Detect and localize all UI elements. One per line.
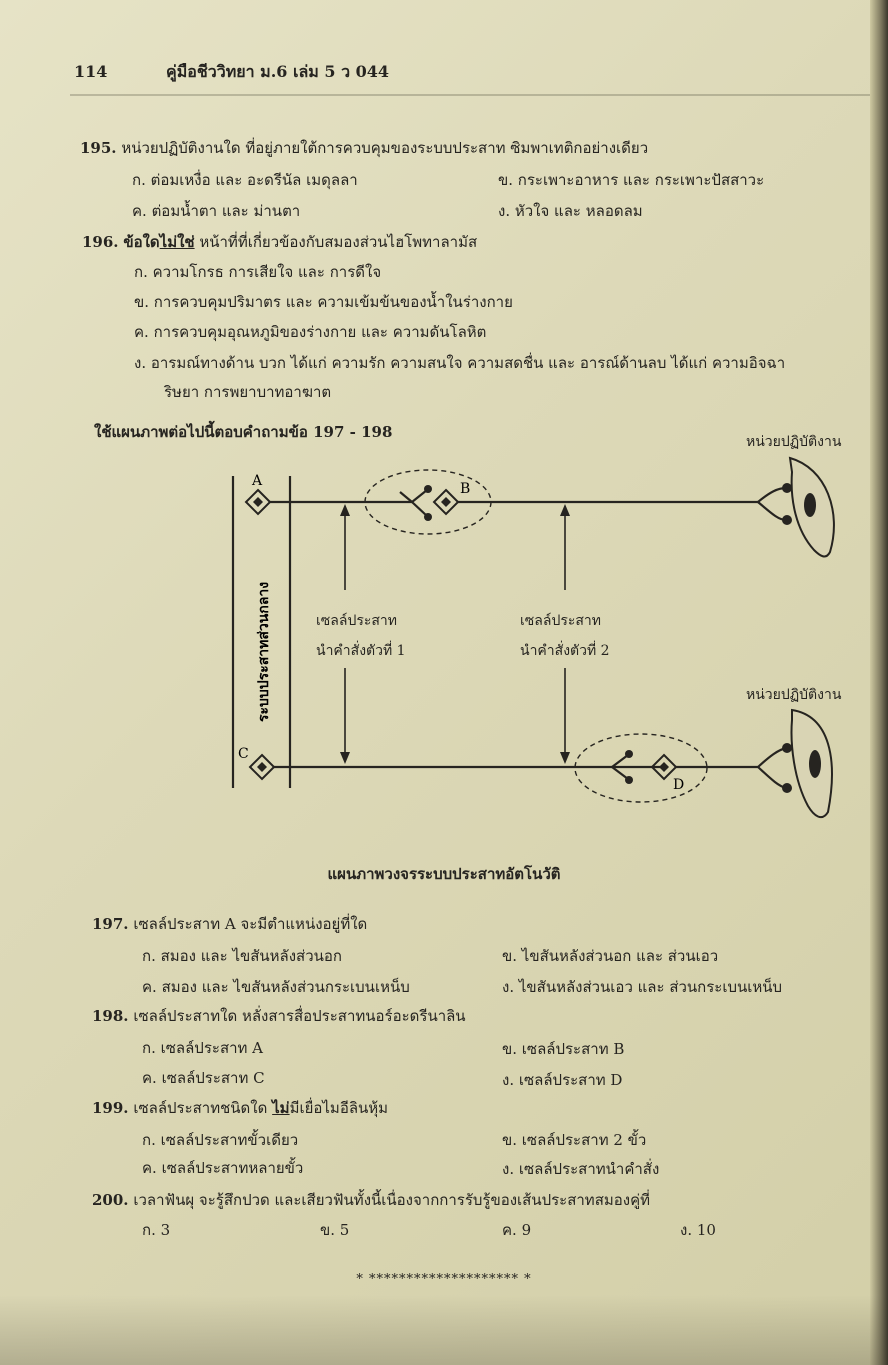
label-d: D — [673, 777, 684, 793]
page-number: 114 — [74, 62, 108, 81]
option: ค. การควบคุมอุณหภูมิของร่างกาย และ ความด… — [134, 323, 487, 341]
question-number: 195. — [80, 139, 117, 157]
neuron-a-cell-body — [244, 488, 272, 516]
question-text-post: มีเยื่อไมอีลินหุ้ม — [289, 1099, 389, 1117]
option: ก. 3 — [142, 1221, 171, 1239]
neuron2-label-line1: เซลล์ประสาท — [520, 613, 602, 629]
page-header: 114 คู่มือชีววิทยา ม.6 เล่ม 5 ว 044 — [74, 60, 389, 85]
option: ค. เซลล์ประสาท C — [142, 1069, 265, 1087]
question-number: 199. — [92, 1099, 129, 1117]
option: ง. อารมณ์ทางด้าน บวก ได้แก่ ความรัก ความ… — [134, 354, 786, 372]
question-199: 199. เซลล์ประสาทชนิดใด ไม่มีเยื่อไมอีลิน… — [92, 1096, 388, 1120]
option: ก. ความโกรธ การเสียใจ และ การดีใจ — [134, 263, 382, 281]
option: ง. เซลล์ประสาท D — [502, 1071, 623, 1089]
question-195: 195. หน่วยปฏิบัติงานใด ที่อยู่ภายใต้การค… — [80, 136, 648, 160]
option: ง. หัวใจ และ หลอดลม — [498, 202, 643, 220]
cns-label: ระบบประสาทส่วนกลาง — [256, 582, 272, 722]
ganglion-bottom — [574, 733, 708, 803]
question-text: เวลาฟันผุ จะรู้สึกปวด และเสียวฟันทั้งนี้… — [133, 1191, 650, 1209]
label-b: B — [460, 481, 470, 497]
option: ค. เซลล์ประสาทหลายขั้ว — [142, 1159, 304, 1177]
option: ข. การควบคุมปริมาตร และ ความเข้มข้นของน้… — [134, 293, 513, 311]
question-text-pre: ข้อใด — [123, 233, 160, 251]
option: ก. เซลล์ประสาทขั้วเดียว — [142, 1131, 299, 1149]
option: ข. เซลล์ประสาท B — [502, 1040, 625, 1058]
neuron-c-cell-body — [248, 753, 276, 781]
option: ก. ต่อมเหงื่อ และ อะดรีนัล เมดุลลา — [132, 171, 358, 189]
label-a: A — [251, 473, 263, 489]
option: ก. เซลล์ประสาท A — [142, 1039, 264, 1057]
question-text: เซลล์ประสาท A จะมีตำแหน่งอยู่ที่ใด — [133, 915, 368, 933]
question-text-emphasis: ไม่ — [272, 1099, 290, 1117]
effector-nucleus-bottom — [809, 750, 821, 778]
option: ก. สมอง และ ไขสันหลังส่วนอก — [142, 947, 342, 965]
neuron-d-cell-body — [650, 753, 678, 781]
question-text: เซลล์ประสาทใด หลั่งสารสื่อประสาทนอร์อะดร… — [133, 1007, 466, 1025]
ganglion-top — [364, 469, 492, 535]
question-text-emphasis: ไม่ใช่ — [159, 233, 195, 251]
arrow-down-1 — [340, 752, 350, 764]
diagram-caption: แผนภาพวงจรระบบประสาทอัตโนวัติ — [327, 865, 561, 883]
question-197: 197. เซลล์ประสาท A จะมีตำแหน่งอยู่ที่ใด — [92, 912, 367, 936]
option: ค. 9 — [502, 1221, 532, 1239]
option: ค. ต่อมน้ำตา และ ม่านตา — [132, 202, 301, 220]
question-number: 198. — [92, 1007, 129, 1025]
question-200: 200. เวลาฟันผุ จะรู้สึกปวด และเสียวฟันทั… — [92, 1188, 650, 1212]
neuron1-label-line2: นำคำสั่งตัวที่ 1 — [316, 643, 406, 659]
option: ข. กระเพาะอาหาร และ กระเพาะปัสสาวะ — [498, 171, 765, 189]
page-shadow — [0, 1295, 888, 1365]
question-text: หน่วยปฏิบัติงานใด ที่อยู่ภายใต้การควบคุม… — [121, 139, 649, 157]
question-number: 197. — [92, 915, 129, 933]
option: ง. 10 — [680, 1221, 716, 1239]
label-c: C — [238, 746, 249, 762]
effector-nucleus-top — [804, 493, 816, 517]
effector-top-label: หน่วยปฏิบัติงาน — [746, 434, 842, 450]
option: ง. เซลล์ประสาทนำคำสั่ง — [502, 1160, 660, 1178]
arrow-down-2 — [560, 752, 570, 764]
question-text-post: หน้าที่ที่เกี่ยวข้องกับสมองส่วนไฮโพทาลาม… — [194, 233, 478, 251]
option: ข. ไขสันหลังส่วนอก และ ส่วนเอว — [502, 947, 719, 965]
question-198: 198. เซลล์ประสาทใด หลั่งสารสื่อประสาทนอร… — [92, 1004, 466, 1028]
option-continuation: ริษยา การพยาบาทอาฆาต — [164, 383, 332, 401]
option: ค. สมอง และ ไขสันหลังส่วนกระเบนเหน็บ — [142, 978, 410, 996]
autonomic-circuit-diagram: A B C D ระบบประสาทส่วนกลาง — [231, 456, 835, 819]
end-marker: * ******************** * — [356, 1272, 532, 1287]
question-number: 200. — [92, 1191, 129, 1209]
question-text-pre: เซลล์ประสาทชนิดใด — [133, 1099, 273, 1117]
question-196: 196. ข้อใดไม่ใช่ หน้าที่ที่เกี่ยวข้องกับ… — [82, 230, 477, 254]
effector-bottom-label: หน่วยปฏิบัติงาน — [746, 687, 842, 703]
book-title: คู่มือชีววิทยา ม.6 เล่ม 5 ว 044 — [166, 62, 390, 81]
option: ง. ไขสันหลังส่วนเอว และ ส่วนกระเบนเหน็บ — [502, 978, 783, 996]
option: ข. 5 — [320, 1221, 350, 1239]
diagram-instruction: ใช้แผนภาพต่อไปนี้ตอบคำถามข้อ 197 - 198 — [94, 423, 393, 441]
neuron-b-cell-body — [432, 488, 460, 516]
arrow-up-1 — [340, 504, 350, 516]
neuron1-label-line1: เซลล์ประสาท — [316, 613, 398, 629]
neuron2-label-line2: นำคำสั่งตัวที่ 2 — [520, 643, 610, 659]
question-number: 196. — [82, 233, 119, 251]
option: ข. เซลล์ประสาท 2 ขั้ว — [502, 1131, 647, 1149]
arrow-up-2 — [560, 504, 570, 516]
header-divider — [70, 94, 870, 96]
book-spine-shadow — [870, 0, 888, 1365]
